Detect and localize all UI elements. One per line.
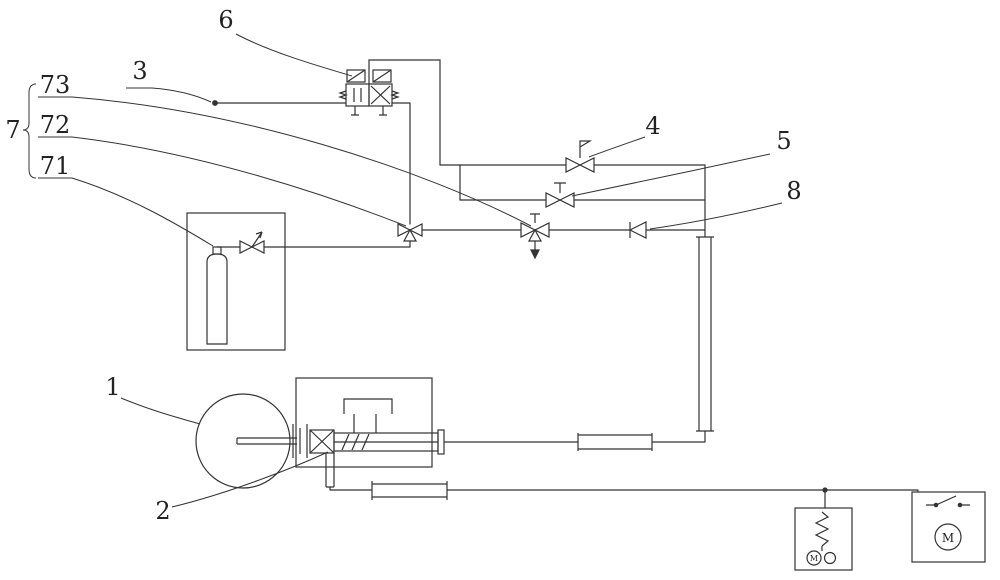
pump-motor-letter: M (810, 554, 818, 563)
leader-lines (22, 33, 783, 508)
switch-contact-left (933, 502, 939, 508)
reference-numerals: 6 3 73 7 72 71 4 5 8 1 2 (5, 6, 801, 525)
pipe-drain-left (329, 486, 373, 491)
barrel-hatching (334, 433, 438, 451)
motor-box-outline (911, 491, 986, 563)
switch-icon (926, 495, 970, 506)
chamber-box-outline (295, 377, 433, 468)
gas-cylinder (206, 253, 228, 345)
gas-supply-box (186, 212, 286, 351)
hose-section-upper (577, 433, 653, 451)
leader-line-4 (588, 136, 646, 158)
gas-box-outline (186, 212, 286, 351)
label-5: 5 (776, 127, 791, 155)
pipe-column-bottom (651, 430, 706, 443)
solenoid-coil-left (346, 69, 366, 83)
hose-sections (371, 433, 653, 500)
shutoff-valve-5 (545, 182, 575, 208)
heater-pump-box: M (794, 507, 853, 571)
motor-letter: M (942, 531, 954, 545)
vent-arrow-icon (530, 249, 540, 260)
pump-impeller-icon (823, 551, 837, 565)
regulator-arrow-icon (251, 231, 263, 248)
label-7: 7 (5, 116, 20, 144)
solenoid-valve-unit (338, 69, 400, 116)
leader-line-71 (38, 177, 214, 247)
nozzle-block-cross (309, 429, 335, 454)
valve6-cross-lines (370, 85, 391, 105)
label-4: 4 (645, 112, 660, 140)
mount-bracket (343, 398, 393, 433)
leader-line-8 (649, 202, 783, 230)
valve6-flow-lines (353, 88, 362, 102)
valve73-body (520, 222, 550, 242)
leader-line-73 (38, 96, 532, 227)
valve73-handle (530, 213, 540, 223)
pipe-drain-right (446, 489, 919, 493)
motor-box: M (911, 491, 986, 563)
pipe-line-200 (459, 164, 706, 201)
leader-line-6 (235, 33, 353, 77)
leader-line-1 (120, 397, 201, 425)
reaction-chamber-assembly (195, 377, 445, 489)
gas-cylinder-neck (212, 246, 222, 255)
check-valve-8 (628, 221, 647, 239)
junction-dot-drain (822, 487, 828, 493)
coil-right-diagonal (372, 69, 392, 83)
valve5-body (545, 192, 575, 208)
clamp-flanges (292, 424, 308, 458)
heater-box-outline (794, 507, 853, 571)
valve5-handle (554, 182, 566, 193)
leader-line-72 (38, 136, 407, 227)
label-2: 2 (155, 497, 170, 525)
pump-circle-icon (806, 550, 822, 566)
motor-circle-icon (934, 523, 962, 551)
switch-contact-right (957, 502, 963, 508)
piping (214, 59, 919, 509)
leader-line-5 (571, 153, 771, 197)
label-71: 71 (40, 152, 71, 180)
label-1: 1 (105, 373, 120, 401)
hose-section-lower (371, 481, 448, 500)
three-way-valve-73 (520, 213, 550, 260)
probe-rod (236, 437, 297, 445)
barrel-end-cap (437, 429, 445, 455)
valve8-body (628, 221, 647, 239)
spring-right (390, 90, 400, 100)
shutoff-valve-4 (565, 140, 595, 173)
heater-element-icon (814, 511, 830, 551)
valve4-body (565, 157, 595, 173)
label-3: 3 (132, 57, 147, 85)
pipe-valve6-top-loop (368, 59, 441, 166)
pipe-valve6-down (391, 102, 411, 225)
label-8: 8 (786, 177, 801, 205)
valve72-body (397, 223, 423, 242)
valve6-body-left (345, 83, 370, 107)
spring-left (338, 90, 348, 100)
buffer-column (696, 236, 714, 432)
three-way-valve-72 (397, 223, 423, 242)
solenoid-coil-right (372, 69, 392, 83)
column-body (696, 236, 714, 432)
pressure-regulator (239, 240, 265, 254)
valve4-handle (579, 140, 593, 158)
leader-line-2 (171, 451, 329, 508)
label-72: 72 (40, 111, 71, 139)
valve6-vent-ports (351, 106, 387, 116)
leader-line-3 (126, 87, 212, 103)
label-6: 6 (218, 6, 233, 34)
drain-stub (325, 453, 335, 488)
label-73: 73 (40, 71, 71, 99)
coil-left-diagonal (346, 69, 366, 83)
label-7-brace (22, 83, 37, 179)
spherical-flask (195, 393, 291, 489)
